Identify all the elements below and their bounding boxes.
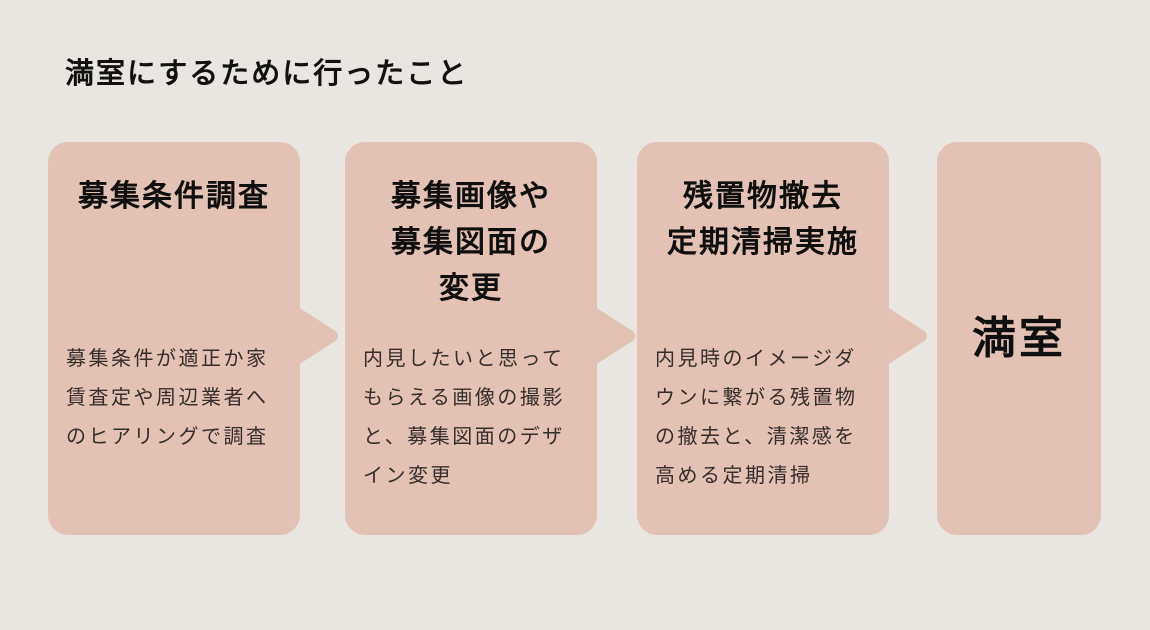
step-title-line: 募集画像や [391, 180, 551, 213]
arrow-right-icon [298, 308, 338, 364]
step-description-line: イン変更 [363, 465, 453, 487]
step-description-line: 募集条件が適正か家 [66, 348, 269, 370]
arrow-right-icon [595, 308, 635, 364]
step-title: 募集条件調査 [48, 174, 300, 220]
step-card-recruitment-survey: 募集条件調査 募集条件が適正か家 賃査定や周辺業者へ のヒアリングで調査 [48, 142, 338, 535]
step-description: 募集条件が適正か家 賃査定や周辺業者へ のヒアリングで調査 [66, 340, 290, 457]
step-description-line: のヒアリングで調査 [66, 426, 269, 448]
step-description-line: 内見時のイメージダ [655, 348, 857, 370]
step-description-line: の撤去と、清潔感を [655, 426, 857, 448]
page-title: 満室にするために行ったこと [65, 58, 469, 90]
step-title: 募集画像や 募集図面の 変更 [345, 174, 597, 312]
step-title: 残置物撤去 定期清掃実施 [637, 174, 889, 266]
step-card-image-floorplan-change: 募集画像や 募集図面の 変更 内見したいと思って もらえる画像の撮影 と、募集図… [345, 142, 635, 535]
step-title-line: 募集図面の [391, 226, 551, 259]
result-label: 満室 [972, 313, 1066, 363]
step-description: 内見したいと思って もらえる画像の撮影 と、募集図面のデザ イン変更 [363, 340, 587, 496]
arrow-right-icon [887, 308, 927, 364]
step-title-line: 定期清掃実施 [667, 226, 859, 259]
step-card-removal-cleaning: 残置物撤去 定期清掃実施 内見時のイメージダ ウンに繋がる残置物 の撤去と、清潔… [637, 142, 927, 535]
result-card-full-occupancy: 満室 [937, 142, 1101, 535]
step-description: 内見時のイメージダ ウンに繋がる残置物 の撤去と、清潔感を 高める定期清掃 [655, 340, 879, 496]
step-description-line: ウンに繋がる残置物 [655, 387, 858, 409]
step-title-line: 変更 [439, 272, 503, 305]
step-description-line: と、募集図面のデザ [363, 426, 565, 448]
step-description-line: 高める定期清掃 [655, 465, 813, 487]
step-description-line: もらえる画像の撮影 [363, 387, 565, 409]
step-description-line: 賃査定や周辺業者へ [66, 387, 269, 409]
step-description-line: 内見したいと思って [363, 348, 565, 370]
step-title-line: 残置物撤去 [683, 180, 843, 213]
step-title-line: 募集条件調査 [78, 180, 270, 213]
